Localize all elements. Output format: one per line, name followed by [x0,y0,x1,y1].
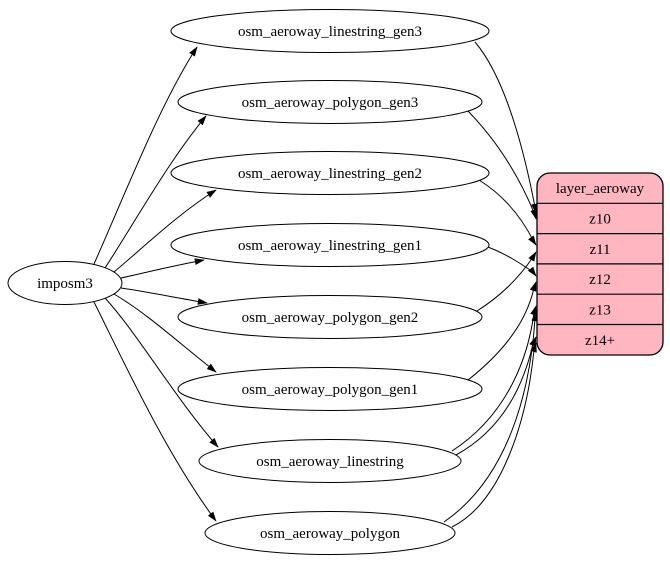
edge-osm_aeroway_polygon_gen3-z10 [467,110,538,220]
table-ellipse [204,511,456,555]
table-label: osm_aeroway_linestring_gen1 [238,238,422,254]
zoom-row-label-z13: z13 [589,302,611,318]
node-imposm3: imposm3 [7,261,123,305]
edge-osm_aeroway_polygon_gen2-z11 [476,251,537,312]
layer-title: layer_aeroway [556,181,645,197]
edge-imposm3-osm_aeroway_polygon_gen3 [104,115,207,269]
imposm3-ellipse [7,261,123,305]
edge-osm_aeroway_linestring_gen3-z10 [474,41,538,214]
edge-imposm3-osm_aeroway_linestring [104,297,219,448]
edge-osm_aeroway_polygon-z13 [443,311,539,523]
table-label: osm_aeroway_linestring [256,454,404,470]
table-ellipse [177,80,483,124]
edge-osm_aeroway_polygon_gen1-z12 [467,281,537,381]
table-label: osm_aeroway_polygon_gen2 [242,310,419,326]
node-osm_aeroway_polygon_gen2: osm_aeroway_polygon_gen2 [177,295,483,339]
edge-imposm3-osm_aeroway_polygon [93,301,217,522]
edge-imposm3-osm_aeroway_polygon_gen1 [113,293,217,373]
table-ellipse [170,151,490,195]
table-ellipse [170,9,490,53]
edge-imposm3-osm_aeroway_linestring_gen3 [93,46,198,265]
zoom-row-label-z12: z12 [589,272,611,288]
zoom-row-label-z14: z14+ [585,333,615,349]
edges-tables-to-layer [443,41,539,528]
node-osm_aeroway_polygon_gen1: osm_aeroway_polygon_gen1 [177,367,483,411]
node-osm_aeroway_polygon: osm_aeroway_polygon [204,511,456,555]
table-label: osm_aeroway_polygon_gen3 [242,95,419,111]
node-osm_aeroway_linestring_gen2: osm_aeroway_linestring_gen2 [170,151,490,195]
node-osm_aeroway_linestring: osm_aeroway_linestring [198,439,462,483]
table-label: osm_aeroway_linestring_gen2 [238,166,422,182]
node-osm_aeroway_polygon_gen3: osm_aeroway_polygon_gen3 [177,80,483,124]
node-layer_aeroway: layer_aeroway z10 z11 z12 z13 z14+ [536,172,664,356]
table-label: osm_aeroway_linestring_gen3 [238,24,422,40]
edge-osm_aeroway_linestring_gen2-z11 [478,179,537,246]
edge-osm_aeroway_linestring_gen1-z12 [487,246,537,277]
table-label: osm_aeroway_polygon_gen1 [242,382,419,398]
table-label: osm_aeroway_polygon [260,526,400,542]
node-osm_aeroway_linestring_gen1: osm_aeroway_linestring_gen1 [170,223,490,267]
imposm3-label: imposm3 [37,276,93,292]
edge-osm_aeroway_polygon-z14 [451,342,537,528]
edge-osm_aeroway_linestring-z13 [451,305,537,452]
table-ellipse [177,367,483,411]
node-osm_aeroway_linestring_gen3: osm_aeroway_linestring_gen3 [170,9,490,53]
zoom-row-label-z10: z10 [589,212,611,228]
edge-imposm3-osm_aeroway_linestring_gen2 [113,189,217,273]
edge-imposm3-osm_aeroway_linestring_gen1 [120,258,205,279]
edges-source-to-tables [93,46,219,522]
edge-imposm3-osm_aeroway_polygon_gen2 [120,287,208,305]
table-ellipse [170,223,490,267]
zoom-row-label-z11: z11 [589,242,610,258]
table-ellipse [198,439,462,483]
table-ellipse [177,295,483,339]
